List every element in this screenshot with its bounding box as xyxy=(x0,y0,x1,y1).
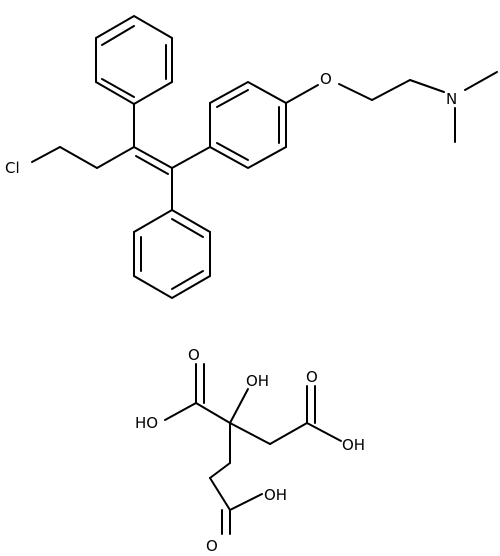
right-carbonyl-oxygen-label: O xyxy=(306,368,318,386)
bottom-carbonyl-oxygen-label: O xyxy=(206,537,218,555)
chlorine-label: Cl xyxy=(5,159,20,177)
bottom-carboxyl-group xyxy=(221,493,263,535)
left-acid-hydroxyl-label: HO xyxy=(135,414,158,432)
alkene-double-bond xyxy=(133,146,173,175)
bottom-phenyl-ring xyxy=(133,208,211,300)
toremifene-molecule: Cl O N xyxy=(5,14,498,300)
left-carboxyl-group xyxy=(164,363,205,421)
right-carboxyl-group xyxy=(306,385,342,442)
citric-acid-molecule: O OH HO O OH OH O xyxy=(135,346,365,555)
right-acid-hydroxyl-label: OH xyxy=(342,436,365,454)
left-carbonyl-oxygen-label: O xyxy=(188,346,200,364)
dimethylaminoethoxy-chain xyxy=(285,71,498,143)
bottom-acid-hydroxyl-label: OH xyxy=(264,486,287,504)
hydroxyl-label: OH xyxy=(246,372,269,390)
amine-nitrogen-label: N xyxy=(446,90,457,108)
top-phenyl-ring xyxy=(95,14,173,106)
para-phenylene-ring xyxy=(209,80,287,170)
chloroethyl-chain xyxy=(31,146,135,169)
citric-acid-skeleton xyxy=(195,388,308,511)
bond-to-para-phenylene xyxy=(171,146,211,169)
ether-oxygen-label: O xyxy=(320,70,332,88)
